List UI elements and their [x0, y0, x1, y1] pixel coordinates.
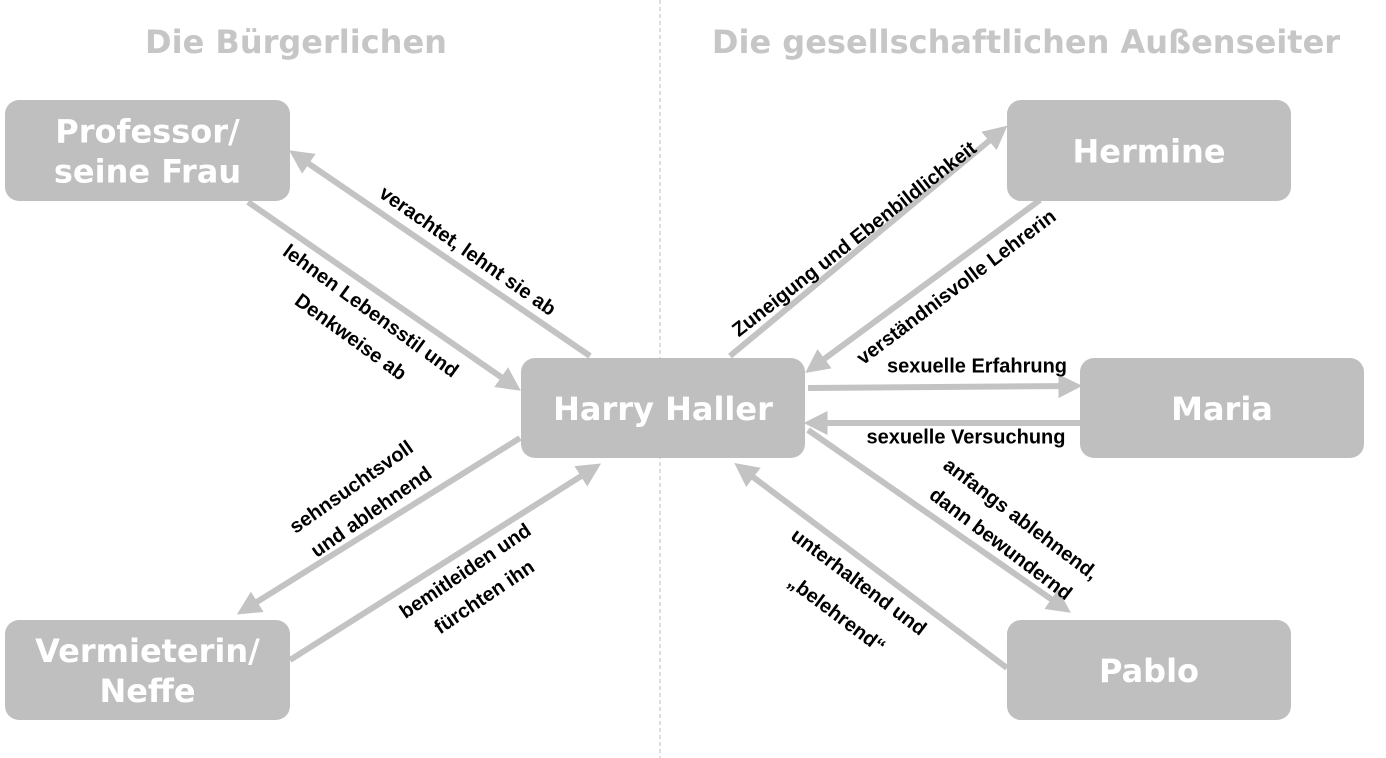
- node-box: [521, 358, 805, 458]
- node-box: [1007, 620, 1291, 720]
- node-label: Hermine: [1072, 133, 1225, 171]
- node-professor: Professor/seine Frau: [5, 100, 290, 201]
- node-maria: Maria: [1080, 358, 1364, 458]
- edge-label-line: sexuelle Versuchung: [867, 426, 1066, 448]
- arrow-harry-to-pablo: [806, 427, 1071, 613]
- node-vermieterin: Vermieterin/Neffe: [5, 620, 290, 720]
- node-label: Neffe: [99, 672, 195, 710]
- node-box: [1080, 358, 1364, 458]
- edge-label-harry-to-maria: sexuelle Erfahrung: [887, 355, 1067, 377]
- arrow-pablo-to-harry: [734, 462, 1009, 671]
- node-label: Harry Haller: [553, 390, 773, 428]
- heading-aussenseiter: Die gesellschaftlichen Außenseiter: [712, 23, 1340, 61]
- edge-label-harry-to-professor: verachtet, lehnt sie ab: [375, 182, 560, 321]
- edge-label-maria-to-harry: sexuelle Versuchung: [867, 426, 1066, 448]
- heading-buergerlichen: Die Bürgerlichen: [145, 23, 447, 61]
- arrow-harry-to-maria: [807, 374, 1083, 399]
- node-label: Maria: [1171, 390, 1273, 428]
- arrow-harry-to-professor: [289, 150, 592, 359]
- node-box: [5, 620, 290, 720]
- node-pablo: Pablo: [1007, 620, 1291, 720]
- node-label: Professor/: [55, 113, 240, 151]
- arrow-professor-to-harry: [246, 199, 521, 391]
- node-hermine: Hermine: [1007, 100, 1291, 201]
- node-label: seine Frau: [54, 153, 241, 191]
- edge-label-line: sexuelle Erfahrung: [887, 355, 1067, 377]
- arrow-harry-to-hermine: [728, 125, 1008, 359]
- arrow-hermine-to-harry: [805, 197, 1042, 373]
- node-label: Vermieterin/: [35, 632, 260, 670]
- arrow-harry-to-vermieterin: [236, 435, 522, 615]
- node-harry: Harry Haller: [521, 358, 805, 458]
- arrow-vermieterin-to-harry: [288, 463, 602, 663]
- node-box: [5, 100, 290, 201]
- node-label: Pablo: [1099, 652, 1199, 690]
- node-box: [1007, 100, 1291, 201]
- edge-label-line: verachtet, lehnt sie ab: [375, 182, 560, 321]
